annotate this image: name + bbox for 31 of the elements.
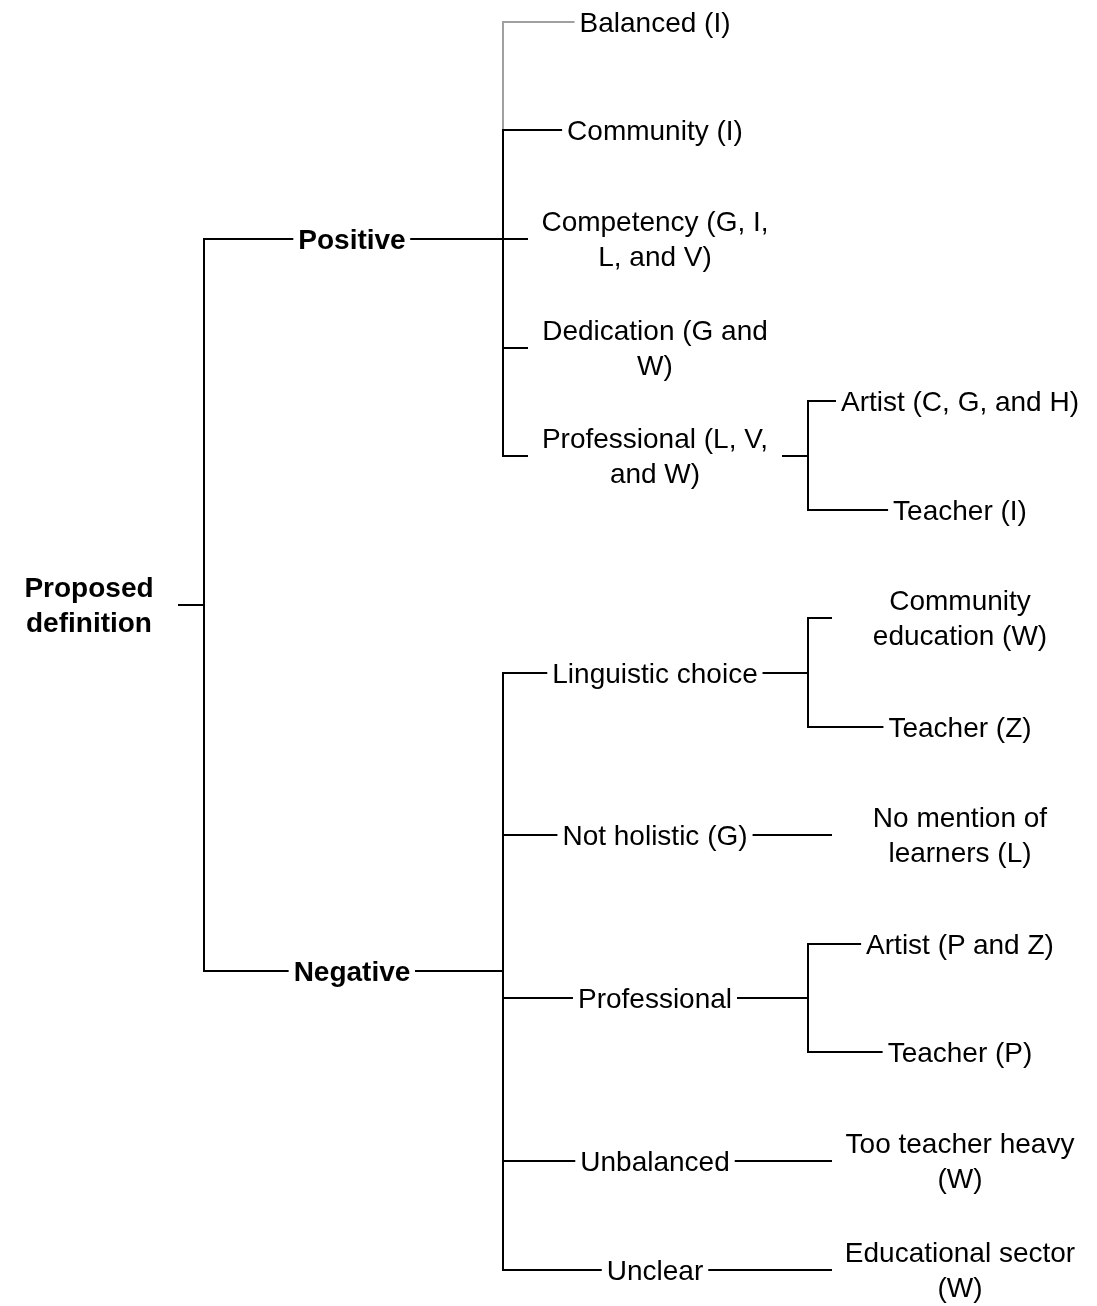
node-label: Teacher (P) [887,1035,1033,1070]
node-label: No mention of learners (L) [871,801,1049,870]
node-label: Too teacher heavy (W) [844,1127,1076,1196]
node-label: Artist (P and Z) [866,927,1054,962]
connector-line [707,1269,833,1271]
connector-line [733,1160,833,1162]
connector-line [781,455,890,511]
node-label: Not holistic (G) [562,818,748,853]
node-label: Artist (C, G, and H) [841,384,1079,419]
connector-line [177,604,290,972]
connector-line [751,834,833,836]
node-label: Dedication (G and W) [541,314,769,383]
node-label: Unbalanced [580,1144,730,1179]
node-label: Balanced (I) [579,5,731,40]
node-label: Professional (L, V, and W) [540,422,770,491]
node-label: Unclear [606,1253,704,1288]
node-label: Positive [298,222,406,257]
node-label: Teacher (Z) [888,710,1032,745]
node-label: Community education (W) [871,584,1049,653]
node-label: Competency (G, I, L, and V) [540,205,770,274]
node-label: Educational sector (W) [843,1236,1077,1305]
connector-line [409,238,529,457]
node-label: Negative [293,954,411,989]
connector-line [761,672,885,728]
connector-line [414,970,603,1271]
node-label: Professional [577,981,733,1016]
node-label: Proposed definition [23,571,155,640]
node-label: Linguistic choice [552,656,758,691]
connector-line [736,997,884,1053]
node-label: Community (I) [567,113,743,148]
node-label: Teacher (I) [893,493,1027,528]
